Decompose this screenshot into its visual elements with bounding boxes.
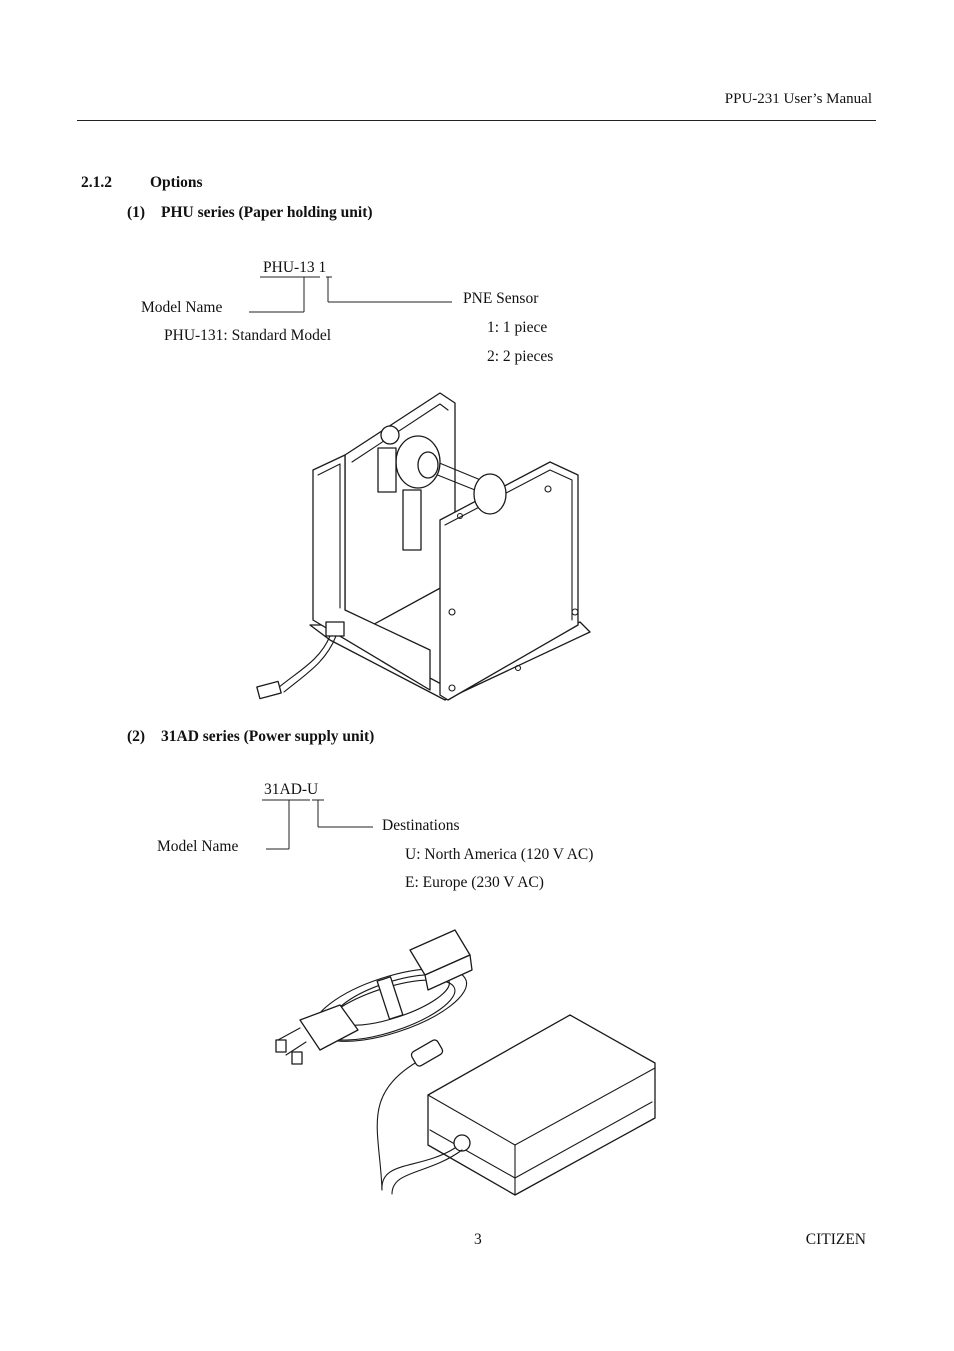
phu-sensor-option-2: 2: 2 pieces [487, 348, 554, 365]
ad-heading-number: (2) [127, 728, 146, 745]
ad-destination-option-1: U: North America (120 V AC) [405, 846, 594, 863]
ad-model-name-label: Model Name [157, 838, 239, 855]
header-rule [77, 120, 876, 121]
phu-standard-model: PHU-131: Standard Model [164, 327, 332, 344]
ad-heading: 31AD series (Power supply unit) [161, 728, 375, 745]
ad-destinations-label: Destinations [382, 817, 460, 834]
paper-holding-unit-drawing [256, 392, 591, 701]
ad-model-code: 31AD-U [264, 781, 319, 798]
power-supply-drawing [275, 929, 656, 1196]
section-number: 2.1.2 [81, 174, 112, 191]
phu-heading-number: (1) [127, 204, 146, 221]
footer-brand: CITIZEN [805, 1231, 866, 1248]
ad-leader-lines [262, 799, 373, 850]
section-title: Options [150, 174, 203, 191]
header-title: PPU-231 User’s Manual [724, 91, 872, 107]
phu-sensor-label: PNE Sensor [463, 290, 539, 307]
page-number: 3 [474, 1231, 482, 1248]
phu-heading: PHU series (Paper holding unit) [161, 204, 373, 221]
phu-model-code: PHU-13 1 [263, 259, 327, 276]
phu-leader-lines [249, 276, 452, 313]
phu-model-name-label: Model Name [141, 299, 223, 316]
phu-sensor-option-1: 1: 1 piece [487, 319, 548, 336]
ad-destination-option-2: E: Europe (230 V AC) [405, 874, 544, 891]
